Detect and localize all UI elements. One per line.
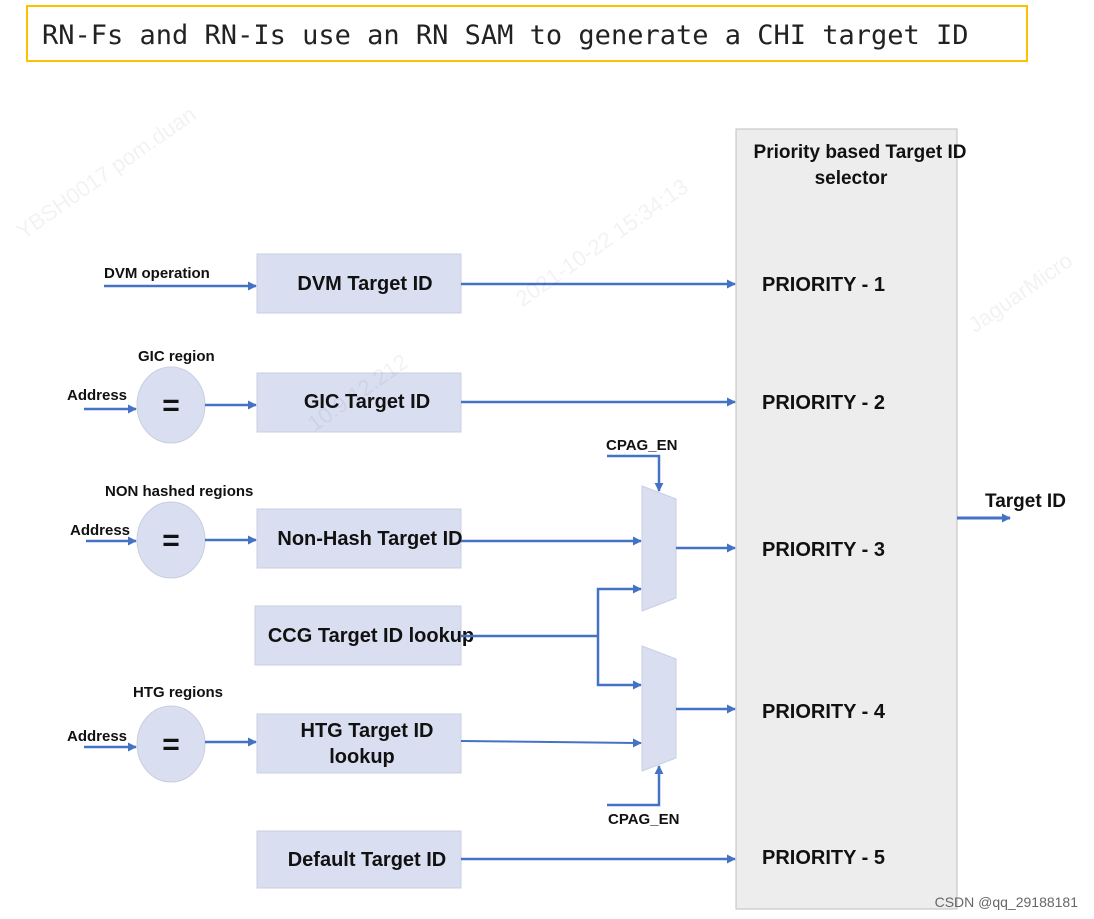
htg-equals-sign: = <box>162 728 180 761</box>
nonhash-equals-sign: = <box>162 524 180 557</box>
priority-4-label: PRIORITY - 4 <box>762 701 886 723</box>
default-target-box <box>256 830 462 889</box>
cpag-en-top-arrow <box>607 454 664 492</box>
priority-2-label: PRIORITY - 2 <box>762 392 885 414</box>
gic-target-label: GIC Target ID <box>304 391 430 413</box>
dvm-operation-label: DVM operation <box>104 265 210 282</box>
cpag-en-bottom-arrow <box>607 765 664 807</box>
mux-1 <box>641 485 677 612</box>
ccg-lookup-label: CCG Target ID lookup <box>268 625 474 647</box>
ccg-to-mux1-arrow <box>596 584 642 636</box>
dvm-target-label: DVM Target ID <box>297 273 432 295</box>
csdn-credit: CSDN @qq_29188181 <box>935 894 1079 910</box>
htg-compare-circle <box>136 705 206 783</box>
htg-regions-label: HTG regions <box>133 684 223 701</box>
non-hashed-regions-label: NON hashed regions <box>105 483 253 500</box>
default-target-label: Default Target ID <box>288 849 447 871</box>
title-box <box>26 5 1028 62</box>
priority-5-label: PRIORITY - 5 <box>762 847 885 869</box>
htg-target-label-line1: HTG Target ID <box>301 720 434 742</box>
selector-title-line2: selector <box>815 168 888 189</box>
dvm-target-box <box>256 253 462 314</box>
htg-address-label: Address <box>67 728 127 745</box>
htg-target-label-line2: lookup <box>329 746 395 768</box>
gic-region-label: GIC region <box>138 348 215 365</box>
priority-selector-box <box>735 128 958 910</box>
ccg-to-mux2-arrow <box>596 636 642 690</box>
nonhash-address-label: Address <box>70 522 130 539</box>
cpag-en-bottom-label: CPAG_EN <box>608 811 679 828</box>
priority-3-label: PRIORITY - 3 <box>762 539 885 561</box>
gic-equals-sign: = <box>162 389 180 422</box>
htg-target-box <box>256 713 462 774</box>
mux-2 <box>641 645 677 772</box>
gic-target-box <box>256 372 462 433</box>
ccg-lookup-box <box>254 605 462 666</box>
page-title: RN-Fs and RN-Is use an RN SAM to generat… <box>42 20 969 51</box>
nonhash-target-box <box>256 508 462 569</box>
nonhash-target-label: Non-Hash Target ID <box>277 528 462 550</box>
htg-to-mux2-arrow <box>460 738 642 748</box>
priority-1-label: PRIORITY - 1 <box>762 274 885 296</box>
cpag-en-top-label: CPAG_EN <box>606 437 677 454</box>
gic-address-label: Address <box>67 387 127 404</box>
selector-title-line1: Priority based Target ID <box>754 142 967 163</box>
output-label: Target ID <box>985 491 1066 512</box>
